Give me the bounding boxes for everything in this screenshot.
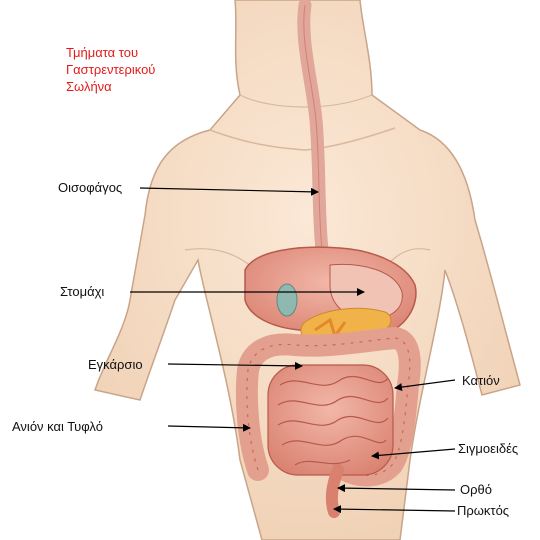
title-line: Τμήματα του <box>66 44 155 61</box>
label-ascending-cecum: Ανιόν και Τυφλό <box>12 419 103 434</box>
title-line: Σωλήνα <box>66 78 155 95</box>
label-stomach: Στομάχι <box>60 284 104 299</box>
label-anus: Πρωκτός <box>457 503 509 518</box>
label-transverse: Εγκάρσιο <box>88 357 143 372</box>
label-esophagus: Οισοφάγος <box>58 180 122 195</box>
small-intestine <box>268 365 393 475</box>
rectum <box>332 470 338 512</box>
gallbladder <box>277 284 297 316</box>
label-descending: Κατιόν <box>462 373 500 388</box>
label-sigmoid: Σιγμοειδές <box>458 441 518 456</box>
label-rectum: Ορθό <box>460 482 492 497</box>
title-line: Γαστρεντερικού <box>66 61 155 78</box>
diagram-title: Τμήματα του Γαστρεντερικού Σωλήνα <box>66 44 155 95</box>
